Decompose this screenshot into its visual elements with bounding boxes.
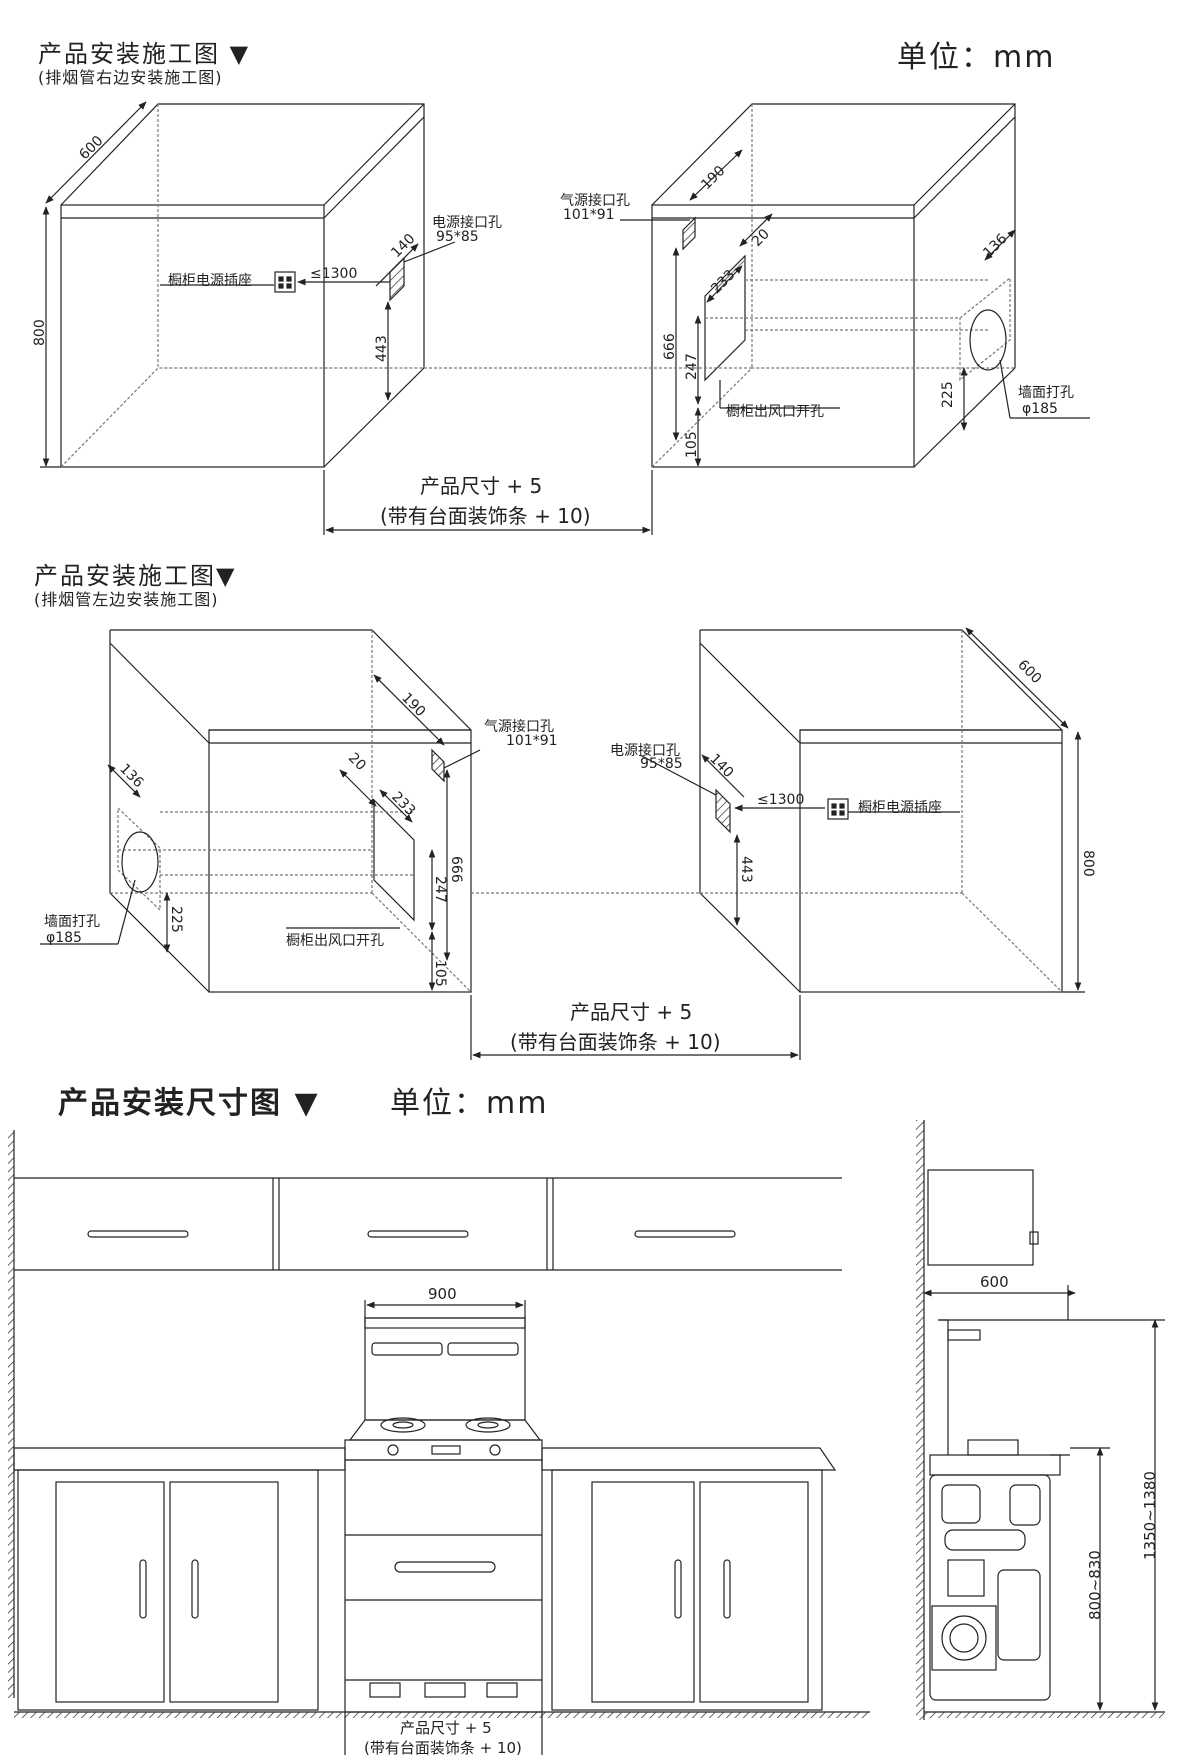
s2-right-cabinet	[639, 627, 1085, 993]
s1-vent-label: 橱柜出风口开孔	[726, 404, 824, 420]
s2-power-hole-size: 95*85	[640, 756, 683, 772]
s1-dim-105: 105	[684, 431, 700, 458]
s1-power-hole-size: 95*85	[436, 229, 479, 245]
s2-dim-105: 105	[432, 960, 448, 987]
s1-title: 产品安装施工图 ▼	[38, 40, 251, 68]
s1-gas-hole-label: 气源接口孔	[560, 193, 630, 209]
s1-socket-label: 橱柜电源插座	[168, 273, 252, 289]
s2-title: 产品安装施工图▼	[34, 562, 237, 590]
s2-right-height-dim: 800	[1080, 850, 1096, 877]
s2-subtitle: (排烟管左边安装施工图)	[34, 590, 219, 609]
s2-dist-label: ≤1300	[757, 792, 805, 808]
s2-width-caption-2: (带有台面装饰条 + 10)	[510, 1030, 721, 1054]
s3-dim-900: 900	[428, 1285, 457, 1303]
s2-dim-443: 443	[738, 856, 754, 883]
s2-left-cabinet	[40, 629, 481, 993]
s3-unit: 单位：mm	[390, 1086, 549, 1121]
s2-gas-hole-label: 气源接口孔	[484, 719, 554, 735]
s3-side-dim-600: 600	[980, 1273, 1009, 1291]
s3-side-dim-total: 1350~1380	[1141, 1471, 1159, 1560]
s2-wall-size: φ185	[46, 930, 82, 946]
s1-power-hole-label: 电源接口孔	[432, 215, 502, 231]
s2-vent-label: 橱柜出风口开孔	[286, 933, 384, 949]
s3-width-caption-2: (带有台面装饰条 + 10)	[364, 1739, 522, 1757]
s1-dist-label: ≤1300	[310, 266, 358, 282]
s3-width-caption-1: 产品尺寸 + 5	[400, 1719, 492, 1737]
s1-dim-247: 247	[684, 353, 700, 380]
s1-wall-label: 墙面打孔	[1018, 385, 1074, 401]
s2-dim-225: 225	[168, 906, 184, 933]
s1-wall-size: φ185	[1022, 401, 1058, 417]
s1-gas-hole-size: 101*91	[563, 207, 615, 223]
s1-dim-666: 666	[662, 333, 678, 360]
s2-dim-666: 666	[448, 856, 464, 883]
s1-subtitle: (排烟管右边安装施工图)	[38, 68, 223, 87]
s3-side-dim-counter: 800~830	[1086, 1550, 1104, 1620]
kitchen-side-view	[916, 1120, 1165, 1720]
s1-left-height-dim: 800	[32, 319, 48, 346]
s1-left-cabinet	[40, 101, 456, 468]
s1-unit: 单位：mm	[897, 40, 1056, 75]
s2-gas-hole-size: 101*91	[506, 733, 558, 749]
s2-dim-247: 247	[432, 876, 448, 903]
s3-title: 产品安装尺寸图 ▼	[58, 1086, 320, 1121]
s2-power-hole-label: 电源接口孔	[610, 743, 680, 759]
s1-width-caption-2: (带有台面装饰条 + 10)	[380, 504, 591, 528]
s1-dim-443: 443	[374, 335, 390, 362]
s2-socket-label: 橱柜电源插座	[858, 800, 942, 816]
kitchen-front-view	[8, 1130, 870, 1755]
s2-width-caption-1: 产品尺寸 + 5	[570, 1000, 693, 1024]
s1-width-caption-1: 产品尺寸 + 5	[420, 474, 543, 498]
s1-right-cabinet	[620, 103, 1090, 468]
s2-wall-label: 墙面打孔	[44, 914, 100, 930]
s1-dim-225: 225	[940, 381, 956, 408]
